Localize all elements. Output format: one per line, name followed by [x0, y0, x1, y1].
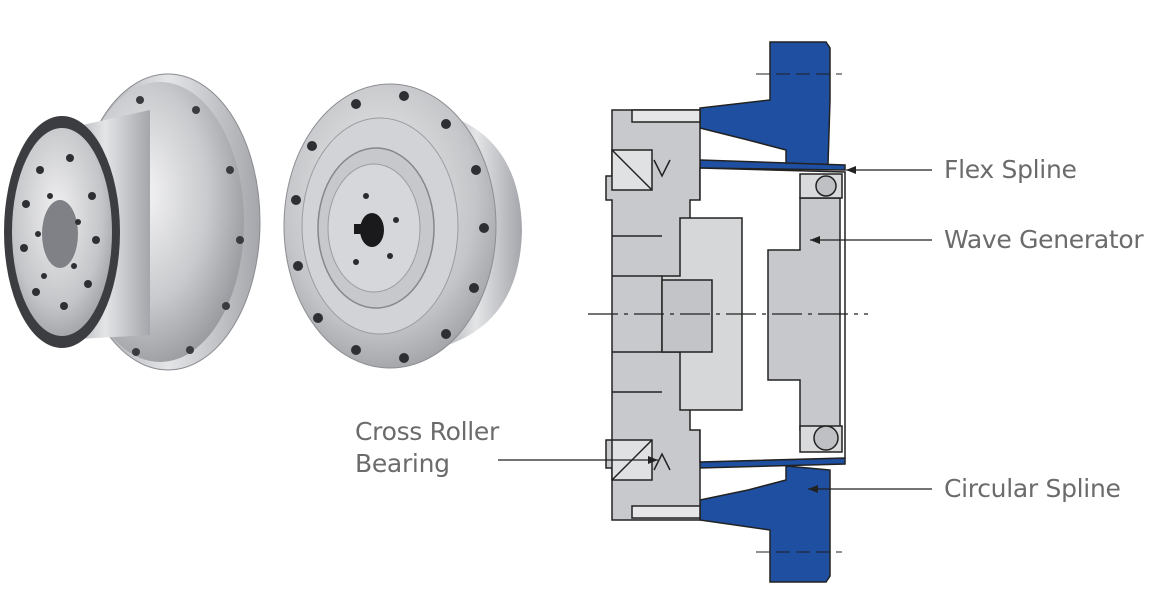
label-flex-spline: Flex Spline — [944, 155, 1077, 184]
hub-center — [661, 279, 713, 353]
label-cross-roller-line2: Bearing — [355, 449, 450, 478]
section-lines — [612, 235, 662, 393]
label-circular-spline: Circular Spline — [944, 474, 1121, 503]
wg-ball-top — [815, 175, 837, 197]
circular-spline-upper — [699, 41, 831, 171]
bolt-bottom — [631, 505, 701, 519]
label-cross-roller-bearing: Cross Roller Bearing — [355, 416, 525, 480]
gear-unit-front-view — [283, 83, 522, 369]
wg-ball-bottom — [813, 425, 839, 451]
circular-spline-lower — [699, 465, 831, 583]
center-bore — [360, 213, 384, 247]
label-wave-generator: Wave Generator — [944, 225, 1144, 254]
label-cross-roller-line1: Cross Roller — [355, 417, 499, 446]
cross-section-drawing — [588, 41, 868, 583]
flange-bolt-holes — [132, 96, 244, 356]
hub-holes — [353, 193, 399, 265]
bolt-top — [631, 109, 701, 123]
gear-unit-angled-view — [4, 73, 261, 371]
flange-holes — [291, 91, 489, 363]
roller-v-top — [653, 159, 671, 178]
keyway — [354, 224, 366, 234]
roller-diag-top — [611, 149, 653, 191]
front-hub — [42, 200, 78, 268]
output-housing — [605, 109, 701, 521]
leader-lines — [498, 166, 932, 493]
roller-v-bottom — [653, 452, 671, 471]
front-bolt-holes — [20, 154, 100, 310]
